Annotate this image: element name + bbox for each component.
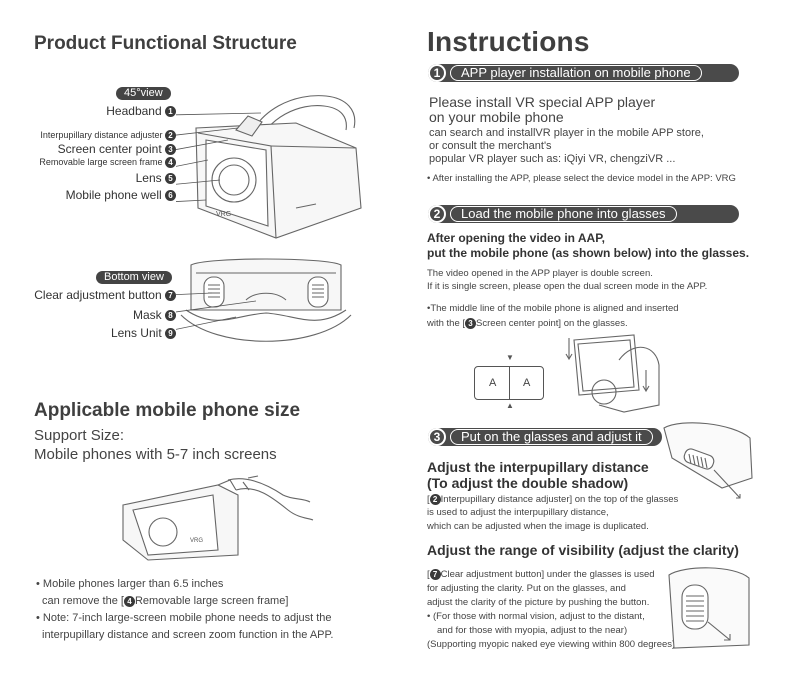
view-bottom-pill: Bottom view [96,267,172,285]
step-2-p3: •The middle line of the mobile phone is … [427,303,679,314]
headset-bottom-illustration [176,258,352,342]
step-3-num: 3 [428,428,446,446]
ipd-adjuster-illustration [663,422,753,499]
arrow-down-icon: ▼ [506,353,514,362]
phone-split-diagram: A A [474,366,544,400]
view-45-pill: 45°view [116,83,171,101]
part-label-lens-unit: Lens Unit 9 [0,326,176,344]
step-2-p1: The video opened in the APP player is do… [427,268,653,279]
step-2-bar: 2 Load the mobile phone into glasses [428,205,739,223]
step-1-line2: on your mobile phone [429,109,564,125]
part-label-mask: Mask 8 [0,308,176,326]
parts-top-list: Headband 1 Interpupillary distance adjus… [0,104,176,205]
step-1-line3: can search and installVR player in the m… [429,127,704,139]
step-2-bold2: put the mobile phone (as shown below) in… [427,246,750,260]
step-3-p2: is used to adjust the interpupillary dis… [427,507,609,518]
step-3-q3: adjust the clarity of the picture by pus… [427,597,650,608]
part-label-headband: Headband 1 [0,104,176,121]
part-label-screen-frame: Removable large screen frame 4 [0,157,176,170]
step-2-bold1: After opening the video in AAP, [427,231,606,245]
structure-title: Product Functional Structure [34,33,297,54]
step-2-p2: If it is single screen, please open the … [427,281,708,292]
step-1-note: • After installing the APP, please selec… [427,173,736,184]
headset-45-illustration: VRG [176,95,362,239]
step-3-q2: for adjusting the clarity. Put on the gl… [427,583,626,594]
note-1: • Mobile phones larger than 6.5 inches c… [36,578,289,607]
step-3-p3: which can be adjusted when the image is … [427,521,649,532]
part-label-clear-button: Clear adjustment button 7 [0,288,176,308]
parts-bottom-list: Clear adjustment button 7 Mask 8 Lens Un… [0,288,176,344]
step-2-label: Load the mobile phone into glasses [450,206,677,222]
size-title: Applicable mobile phone size [34,400,301,421]
screen-right-a: A [523,377,531,389]
part-label-ipd-adjuster: Interpupillary distance adjuster 2 [0,130,176,142]
view-45-label: 45°view [116,87,171,100]
step-1-bar: 1 APP player installation on mobile phon… [428,64,739,82]
step-1-line4: or consult the merchant's [429,140,552,152]
step-3-label: Put on the glasses and adjust it [450,429,653,445]
phone-center-line [509,367,510,399]
screen-left-a: A [489,377,497,389]
view-bottom-label: Bottom view [96,271,172,284]
step-3-q4: • (For those with normal vision, adjust … [427,611,645,622]
part-label-screen-center: Screen center point 3 [0,142,176,157]
note-2: • Note: 7-inch large-screen mobile phone… [36,612,334,641]
step-3-q5: and for those with myopia, adjust to the… [437,625,628,636]
vrg-mark-top: VRG [216,211,231,218]
step-1-line5: popular VR player such as: iQiyi VR, che… [429,153,676,165]
step-3-h1b: (To adjust the double shadow) [427,475,629,491]
part-label-phone-well: Mobile phone well 6 [0,188,176,205]
support-desc: Mobile phones with 5-7 inch screens [34,446,277,463]
step-1-num: 1 [428,64,446,82]
step-2-num: 2 [428,205,446,223]
step-3-h2: Adjust the range of visibility (adjust t… [427,542,739,558]
support-size: Support Size: [34,427,125,444]
step-1-label: APP player installation on mobile phone [450,65,702,81]
vrg-mark-insert: VRG [190,538,203,544]
step-3-q6: (Supporting myopic naked eye viewing wit… [427,639,676,650]
step-1-line1: Please install VR special APP player [429,94,656,110]
phone-insertion-illustration: VRG [122,475,314,561]
step-3-bar: 3 Put on the glasses and adjust it [428,428,662,446]
step-3-h1a: Adjust the interpupillary distance [427,459,649,475]
part-label-lens: Lens 5 [0,171,176,188]
clear-button-illustration [668,567,750,649]
instructions-title: Instructions [427,26,590,57]
arrow-up-icon: ▲ [506,401,514,410]
phone-into-glasses-illustration [565,334,660,413]
